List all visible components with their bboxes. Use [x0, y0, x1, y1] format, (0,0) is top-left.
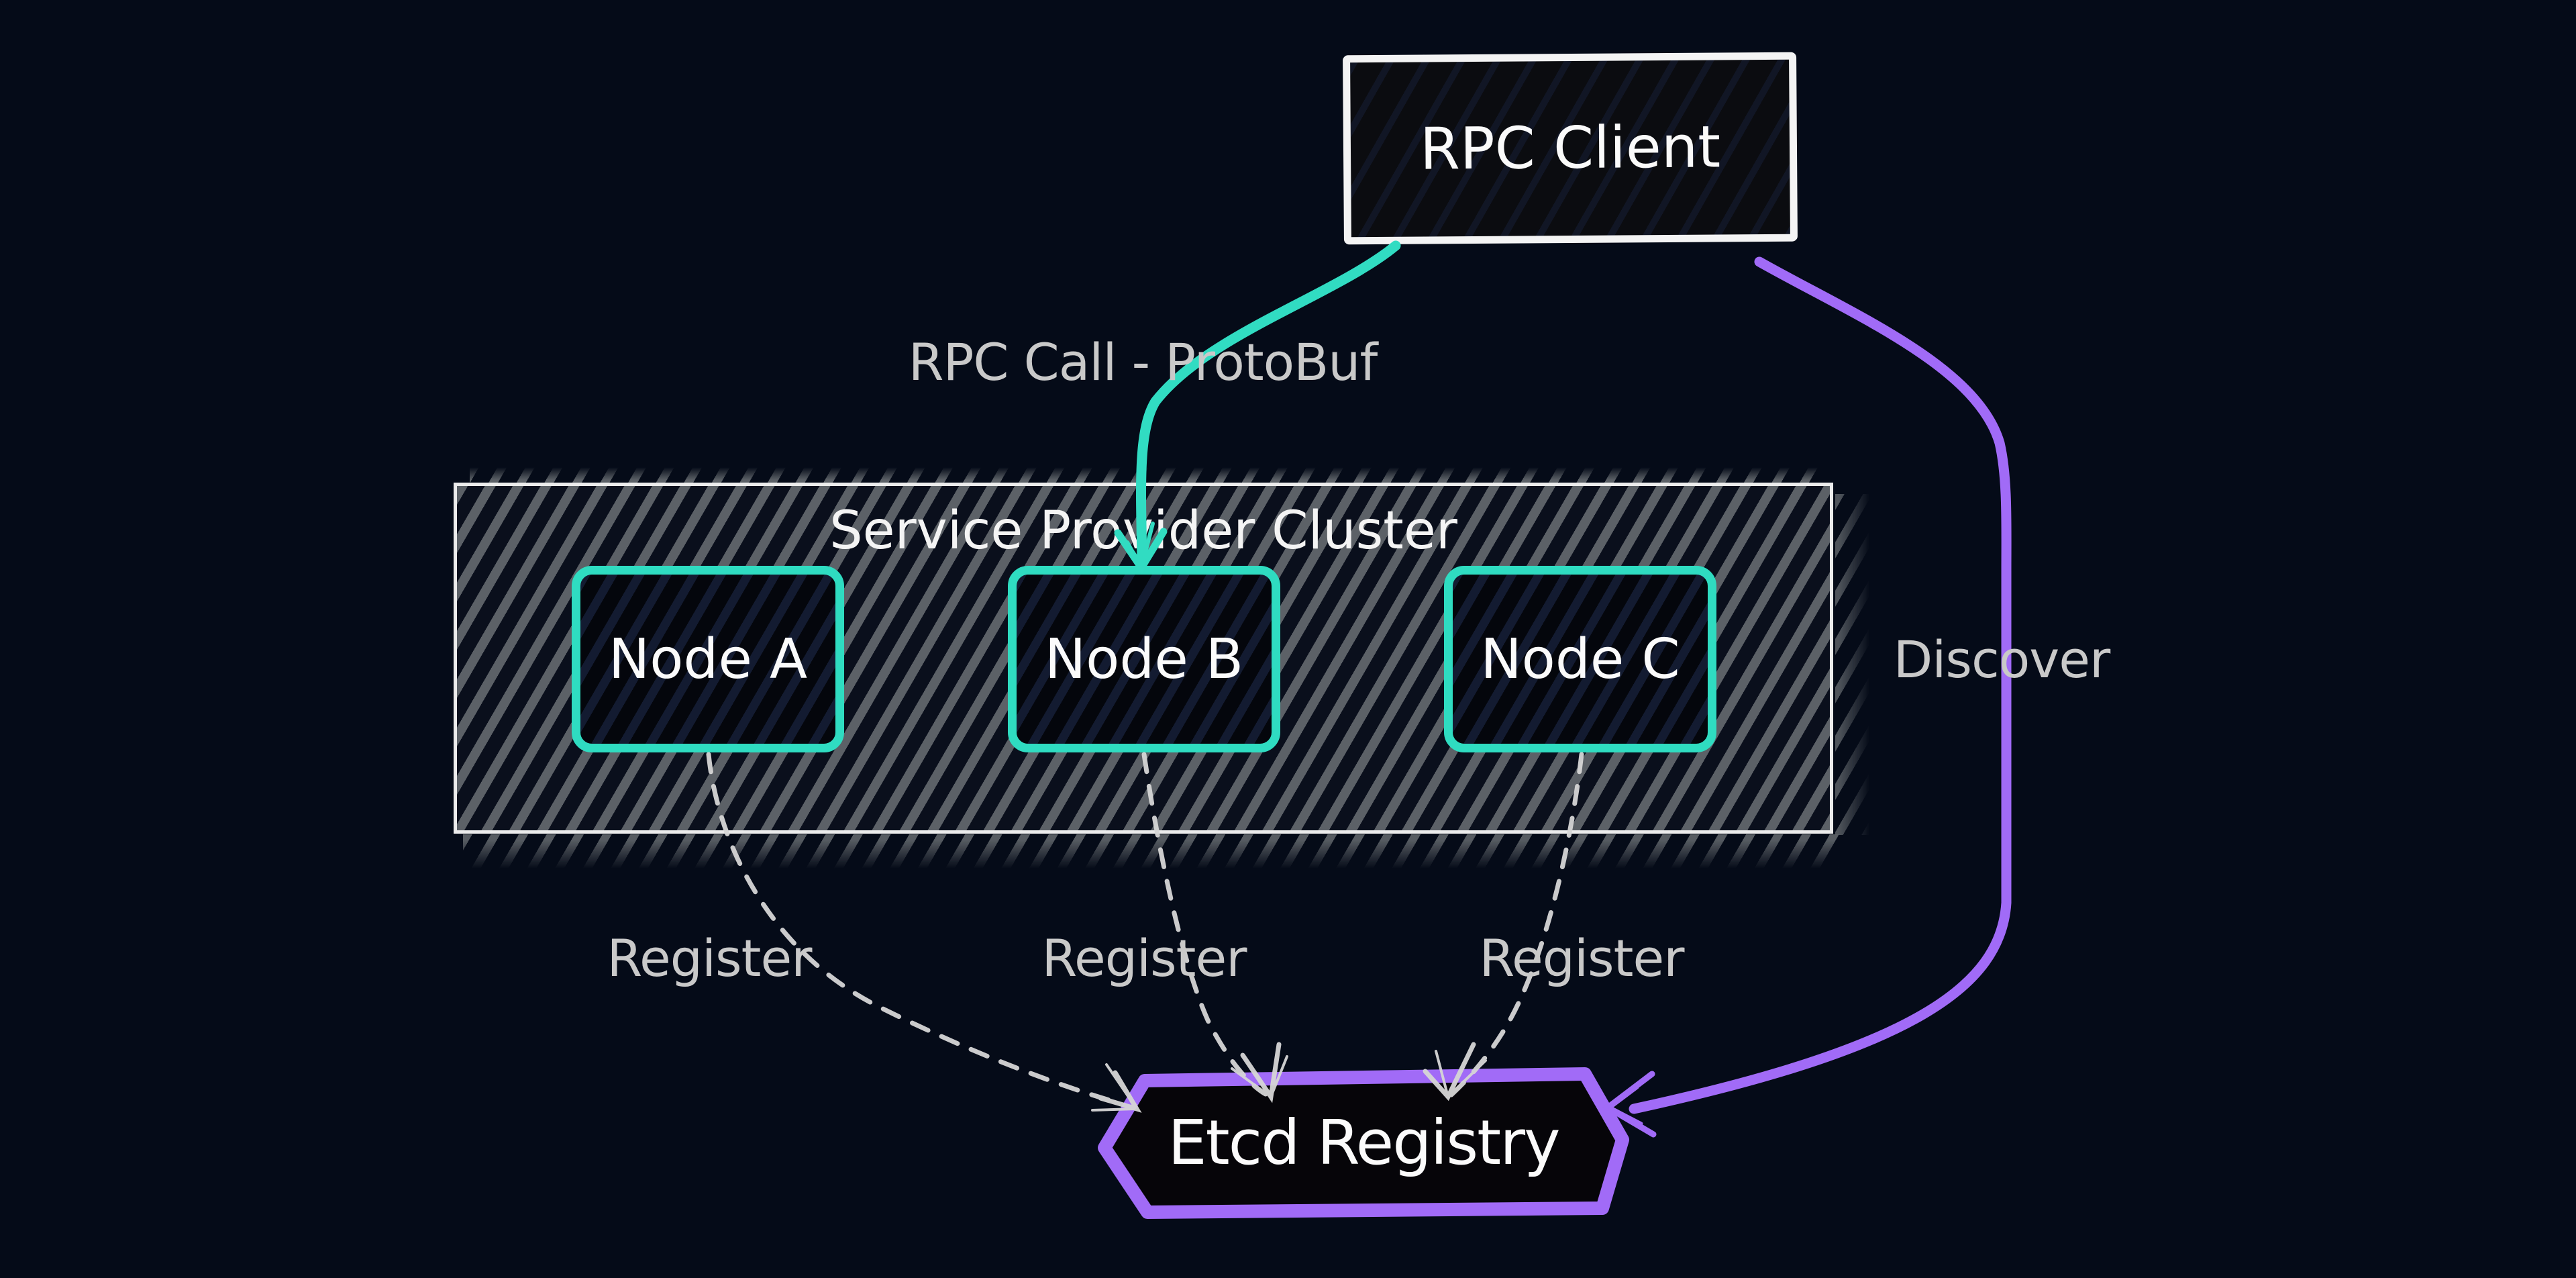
node-c-label: Node C [1480, 627, 1680, 691]
rpc-call-arrow [1136, 240, 1401, 565]
register-arrow-a [706, 752, 1117, 1104]
register-label-b: Register [1041, 928, 1247, 988]
discover-arrow [1629, 256, 2012, 1114]
register-arrowhead-a2 [1091, 1063, 1139, 1112]
node-a-label: Node A [608, 627, 808, 691]
discover-label: Discover [1893, 630, 2111, 689]
register-arrowhead-c2 [1435, 1050, 1487, 1099]
cluster-hatch-fringe-right [1835, 494, 1871, 835]
node-a-box: Node A [572, 566, 844, 752]
etcd-registry-shape [1098, 1067, 1629, 1219]
node-b-label: Node B [1044, 627, 1244, 691]
cluster-hatch-fringe-bottom [463, 834, 1839, 871]
register-label-c: Register [1479, 928, 1685, 988]
discover-arrowhead-sketch [1607, 1085, 1643, 1126]
register-arrowhead-b2 [1231, 1055, 1288, 1099]
node-c-box: Node C [1444, 566, 1716, 752]
node-b-box: Node B [1008, 566, 1280, 752]
rpc-call-arrowhead-sketch [1125, 522, 1155, 574]
etcd-registry-label: Etcd Registry [1168, 1107, 1560, 1179]
register-arrow-c [1448, 752, 1584, 1098]
rpc-call-label: RPC Call - ProtoBuf [908, 332, 1378, 392]
register-label-a: Register [607, 928, 813, 988]
register-arrow-b [1141, 752, 1268, 1097]
